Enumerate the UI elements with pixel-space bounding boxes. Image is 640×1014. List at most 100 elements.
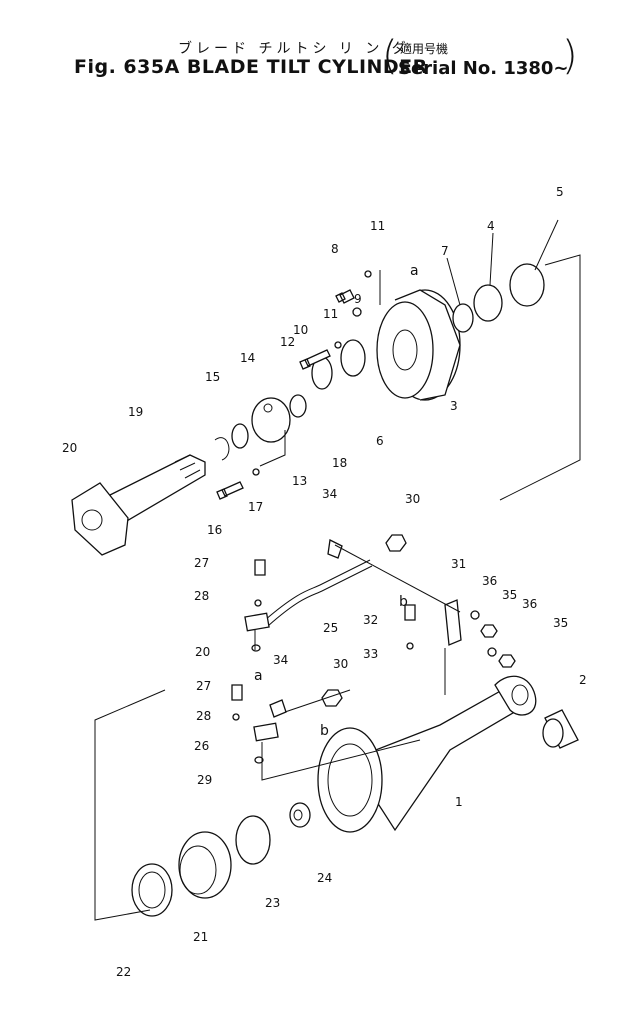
callout-30: 30 <box>405 492 420 506</box>
callout-35-b: 35 <box>553 616 568 630</box>
part-23-ring <box>235 815 271 865</box>
part-4-ring <box>473 284 503 322</box>
part-27-bolt-b <box>231 684 243 701</box>
callout-22: 22 <box>116 965 131 979</box>
callout-a-b: a <box>254 668 263 684</box>
part-11-washer <box>364 270 372 278</box>
callout-18: 18 <box>332 456 347 470</box>
callout-26: 26 <box>194 739 209 753</box>
part-1-cylinder-tube <box>317 675 537 833</box>
callout-labels: 1 2 3 4 5 6 7 8 9 10 11 11 12 13 14 15 1… <box>62 185 587 979</box>
part-12-retainer <box>251 397 291 443</box>
part-9-washer <box>352 307 362 317</box>
paren-open: ( <box>382 33 398 79</box>
part-20-oring <box>251 644 261 652</box>
callout-27-b: 27 <box>196 679 211 693</box>
callout-2: 2 <box>579 673 587 687</box>
part-20-rod-end <box>71 482 129 556</box>
callout-28: 28 <box>194 589 209 603</box>
callout-5: 5 <box>556 185 564 199</box>
part-5-ring <box>509 263 545 307</box>
part-34-elbow-b <box>269 699 287 718</box>
part-25-block <box>244 612 270 632</box>
leader-lines <box>94 219 581 921</box>
callout-35: 35 <box>502 588 517 602</box>
callout-25: 25 <box>323 621 338 635</box>
callout-20-b: 20 <box>195 645 210 659</box>
part-36-washer <box>470 610 480 620</box>
part-28-washer-b <box>232 713 240 721</box>
part-14-seal <box>231 423 249 449</box>
part-26-block <box>253 722 279 742</box>
part-27-bolt <box>254 559 266 576</box>
part-31-clamp <box>444 599 462 646</box>
callout-28-b: 28 <box>196 709 211 723</box>
part-16-bolt <box>216 481 244 500</box>
japanese-serial-label: 適用号機 <box>400 42 449 56</box>
part-10-bolt <box>299 349 331 370</box>
part-28-washer <box>254 599 262 607</box>
callout-27: 27 <box>194 556 209 570</box>
callout-34-b: 34 <box>273 653 288 667</box>
callout-13: 13 <box>292 474 307 488</box>
paren-close: ) <box>562 33 578 79</box>
part-15-snap-ring <box>214 437 230 461</box>
callout-15: 15 <box>205 370 220 384</box>
callout-34: 34 <box>322 487 337 501</box>
japanese-title: ブレード チルトシ リ ン ダ <box>178 41 410 57</box>
callout-32: 32 <box>363 613 378 627</box>
callout-11-b: 11 <box>323 307 338 321</box>
callout-17: 17 <box>248 500 263 514</box>
part-33-washer <box>406 642 414 650</box>
callout-36-b: 36 <box>522 597 537 611</box>
callout-24: 24 <box>317 871 332 885</box>
header: ブレード チルトシ リ ン ダ ( 適用号機 Fig. 635A BLADE T… <box>0 0 640 90</box>
part-22-ring <box>131 863 173 917</box>
callout-19: 19 <box>128 405 143 419</box>
part-11-washer-b <box>334 341 342 349</box>
callout-11: 11 <box>370 219 385 233</box>
part-34-elbow <box>327 539 343 559</box>
figure-title: Fig. 635A BLADE TILT CYLINDER <box>74 56 428 78</box>
callout-10: 10 <box>293 323 308 337</box>
callout-9: 9 <box>354 292 362 306</box>
callout-b-b: b <box>320 723 329 739</box>
part-8-bolt <box>335 289 355 304</box>
part-2-bushing <box>542 709 579 749</box>
callout-29: 29 <box>197 773 212 787</box>
callout-3: 3 <box>450 399 458 413</box>
callout-8: 8 <box>331 242 339 256</box>
part-6-ring <box>340 339 366 377</box>
part-3-head <box>376 289 461 401</box>
part-17-washer <box>252 468 260 476</box>
part-7-bushing <box>452 303 474 333</box>
callout-16: 16 <box>207 523 222 537</box>
part-25-pipe <box>264 559 371 621</box>
part-29-oring <box>254 756 264 764</box>
part-24-nut <box>289 802 311 828</box>
callout-a: a <box>410 263 419 279</box>
callout-30-b: 30 <box>333 657 348 671</box>
callout-7: 7 <box>441 244 449 258</box>
part-35-nut <box>480 624 498 638</box>
part-13-collar <box>289 394 307 418</box>
callout-12: 12 <box>280 335 295 349</box>
part-35-nut-b <box>498 654 516 668</box>
callout-20: 20 <box>62 441 77 455</box>
callout-1: 1 <box>455 795 463 809</box>
callout-33: 33 <box>363 647 378 661</box>
callout-31: 31 <box>451 557 466 571</box>
part-32-bolt <box>404 604 416 621</box>
part-30-nut <box>385 534 407 552</box>
callout-21: 21 <box>193 930 208 944</box>
callout-6: 6 <box>376 434 384 448</box>
serial-number: Serial No. 1380∼ <box>398 58 569 79</box>
callout-4: 4 <box>487 219 495 233</box>
callout-14: 14 <box>240 351 255 365</box>
callout-36: 36 <box>482 574 497 588</box>
part-21-piston <box>178 831 232 899</box>
part-36-washer-b <box>487 647 497 657</box>
callout-23: 23 <box>265 896 280 910</box>
callout-b: b <box>399 594 408 610</box>
